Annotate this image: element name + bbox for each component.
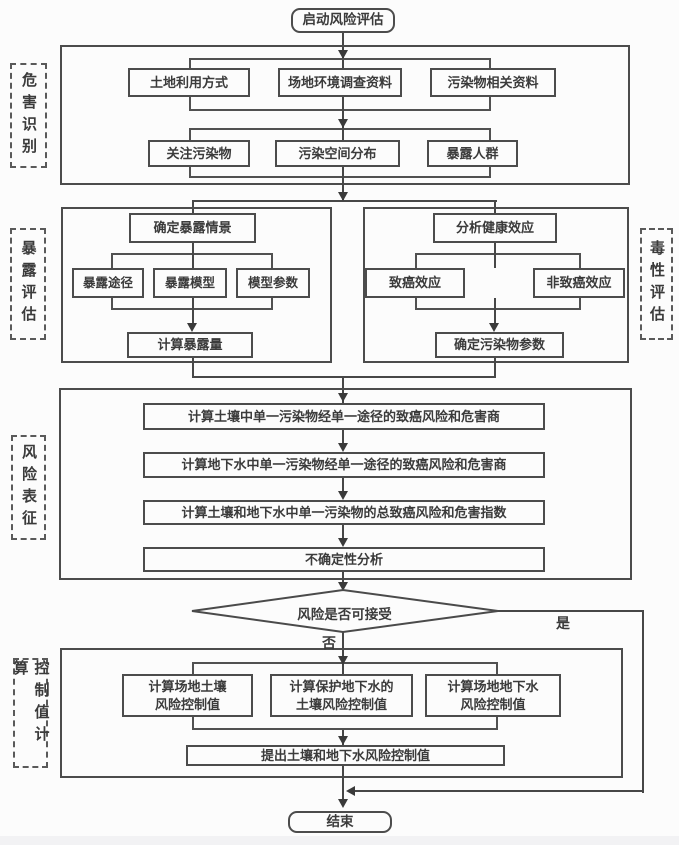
node-exposed-population: 暴露人群 (427, 140, 518, 167)
connector-merge-left (192, 358, 194, 376)
node-site-groundwater-control: 计算场地地下水 风险控制值 (425, 674, 561, 717)
footer-strip (0, 836, 679, 845)
node-groundwater-single-risk: 计算地下水中单一污染物经单一途径的致癌风险和危害商 (143, 452, 545, 478)
connector-to-end (342, 766, 344, 800)
node-calc-exposure: 计算暴露量 (127, 332, 253, 358)
arrow-start-to-hazard (338, 50, 348, 59)
arrow-exposure-calc (187, 323, 197, 332)
arrow-into-decision (338, 582, 348, 591)
characterization-section-frame (59, 388, 632, 580)
decision-question: 风险是否可接受 (297, 607, 392, 622)
connector-split-right (494, 200, 496, 213)
arrow-toxicity-param (489, 323, 499, 332)
node-site-survey-data: 场地环境调查资料 (278, 68, 402, 97)
connector-hazard-exit (342, 167, 344, 200)
decision-yes-label: 是 (556, 615, 570, 631)
connector-split-left (192, 200, 194, 213)
arrow-char-r2-r3 (338, 491, 348, 500)
decision-diamond (191, 588, 499, 634)
node-soil-single-risk: 计算土壤中单一污染物经单一途径的致癌风险和危害商 (143, 403, 545, 430)
node-model-parameters: 模型参数 (236, 268, 310, 298)
node-pollution-distribution: 污染空间分布 (275, 140, 400, 167)
connector-hazard-row1-gap (342, 97, 344, 128)
connector-no-branch (342, 632, 344, 674)
node-carcinogenic-effect: 致癌效应 (365, 268, 465, 298)
connector-char-to-decision (342, 572, 344, 583)
node-noncarcinogenic-effect: 非致癌效应 (533, 268, 625, 298)
connector-merge-right (494, 358, 496, 376)
arrow-char-r3-r4 (338, 538, 348, 547)
arrow-into-end (338, 799, 348, 808)
node-exposure-pathway: 暴露途径 (72, 268, 144, 298)
hazard-section-frame (60, 45, 630, 185)
arrow-control-merge (338, 736, 348, 745)
control-section-frame (60, 648, 623, 778)
arrow-into-characterization (338, 393, 348, 402)
merge-line-assessment (192, 376, 496, 378)
arrow-char-r1-r2 (338, 443, 348, 452)
decision-no-label: 否 (322, 635, 336, 651)
split-line-assessment (192, 200, 497, 202)
exposure-section-label: 暴露评估 (10, 228, 46, 340)
toxicity-section-label: 毒性评估 (640, 228, 673, 340)
node-health-effects: 分析健康效应 (433, 213, 557, 243)
connector-toxicity-top (494, 243, 496, 268)
arrow-hazard-rows (338, 119, 348, 128)
arrow-yes-return (346, 786, 355, 796)
yes-branch-horizontal (497, 610, 644, 612)
node-site-soil-control: 计算场地土壤 风险控制值 (122, 674, 253, 717)
connector-exposure-bottom (192, 298, 194, 325)
toxicity-panel-frame (363, 207, 629, 363)
node-pollutant-parameters: 确定污染物参数 (435, 332, 564, 358)
exposure-panel-frame (61, 207, 332, 363)
start-node: 启动风险评估 (291, 8, 395, 33)
control-section-label: 控制值计算 (12, 658, 50, 768)
end-node: 结束 (288, 811, 392, 833)
connector-toxicity-bottom (494, 298, 496, 325)
node-land-use: 土地利用方式 (128, 68, 250, 97)
node-propose-control-values: 提出土壤和地下水风险控制值 (186, 745, 505, 766)
node-protect-groundwater-soil-control: 计算保护地下水的 土壤风险控制值 (270, 674, 413, 717)
arrow-no-branch (338, 656, 348, 665)
yes-branch-vertical (642, 610, 644, 793)
yes-branch-return (355, 790, 643, 792)
connector-exposure-top (192, 243, 194, 268)
node-exposure-scenario: 确定暴露情景 (129, 213, 256, 243)
hazard-section-label: 危害识别 (10, 63, 47, 168)
node-contaminants-of-concern: 关注污染物 (148, 140, 250, 167)
node-pollutant-data: 污染物相关资料 (430, 68, 556, 97)
connector-hazard-row2-inner (342, 128, 344, 140)
arrow-hazard-exit (338, 192, 348, 201)
node-exposure-model: 暴露模型 (153, 268, 227, 298)
connector-char-r1-r2 (342, 430, 344, 444)
node-uncertainty-analysis: 不确定性分析 (143, 547, 545, 572)
characterization-section-label: 风险表征 (11, 435, 46, 540)
connector-char-r3-r4 (342, 525, 344, 539)
connector-char-r2-r3 (342, 478, 344, 492)
node-total-risk: 计算土壤和地下水中单一污染物的总致癌风险和危害指数 (143, 500, 545, 525)
